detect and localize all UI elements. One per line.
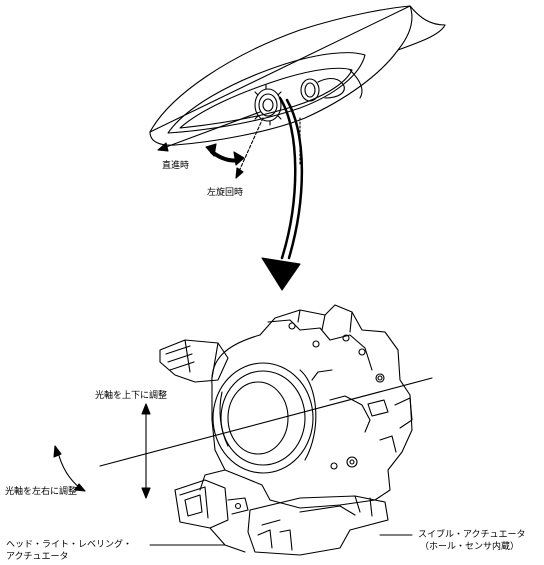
horizontal-adjust-label: 光軸を左右に調整 xyxy=(5,487,78,497)
beam-lines xyxy=(157,111,264,179)
swivel-rotation-arrow xyxy=(205,143,245,166)
leveling-actuator-label-line2: アクチュエータ xyxy=(6,552,69,562)
leveling-actuator-label-line1: ヘッド・ライト・レベリング・ xyxy=(6,540,133,550)
projector-assembly xyxy=(159,304,413,556)
big-transition-arrow xyxy=(261,96,304,291)
swivel-actuator-label-line2: （ホール・センサ内蔵） xyxy=(420,542,520,552)
optical-axis xyxy=(99,377,433,467)
headlight-housing xyxy=(149,5,446,166)
vertical-adjust-arrow xyxy=(141,403,151,499)
vertical-adjust-label: 光軸を上下に調整 xyxy=(95,391,168,401)
straight-label: 直進時 xyxy=(162,161,190,171)
left-turn-label: 左旋回時 xyxy=(207,188,244,198)
horizontal-adjust-arrow xyxy=(53,445,86,492)
projector-lens-top xyxy=(254,77,345,126)
swivel-actuator-label-line1: スイブル・アクチュエータ xyxy=(418,530,526,540)
